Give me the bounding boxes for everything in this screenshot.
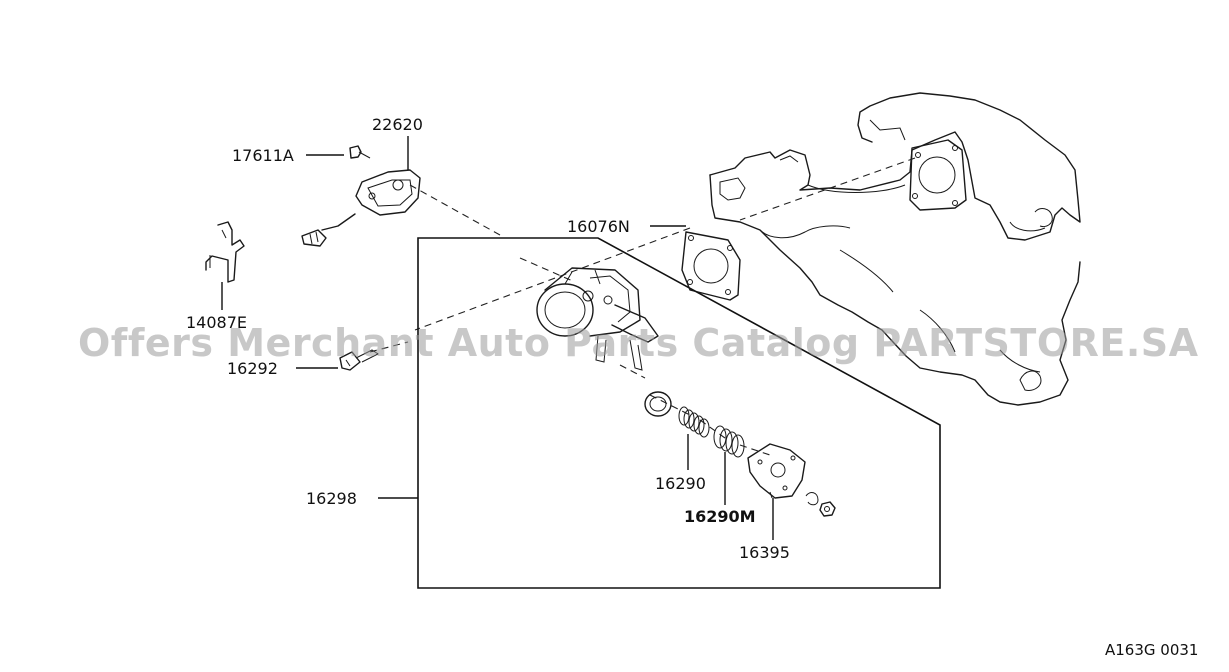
diagram-code: A163G 0031: [1105, 641, 1198, 659]
watermark: Offers Merchant Auto Parts Catalog PARTS…: [78, 321, 1199, 365]
label-14087e: 14087E: [186, 313, 247, 332]
gasket-16076n: [681, 231, 741, 301]
intake-manifold: [709, 92, 1081, 406]
throttle-position-sensor-22620: [301, 169, 421, 247]
throttle-body-assembly: [536, 267, 659, 371]
label-16290: 16290: [655, 474, 706, 493]
label-22620: 22620: [372, 115, 423, 134]
label-16292: 16292: [227, 359, 278, 378]
washer: [805, 492, 819, 506]
label-17611a: 17611A: [232, 146, 294, 165]
assembly-dash-lines: [369, 157, 916, 456]
spring-16290m: [713, 425, 745, 458]
leader-lines: [221, 136, 774, 540]
screw-17611a: [349, 145, 371, 159]
assembly-callout-box: [417, 237, 941, 589]
bracket-14087e: [205, 221, 245, 283]
nut: [819, 501, 836, 517]
cover-plate-16395: [747, 443, 806, 499]
spring-16290: [678, 406, 710, 438]
label-16298: 16298: [306, 489, 357, 508]
label-16076n: 16076N: [567, 217, 630, 236]
label-16395: 16395: [739, 543, 790, 562]
plug-16292: [339, 349, 379, 371]
label-16290m: 16290M: [684, 507, 756, 526]
seal-ring: [644, 391, 672, 417]
